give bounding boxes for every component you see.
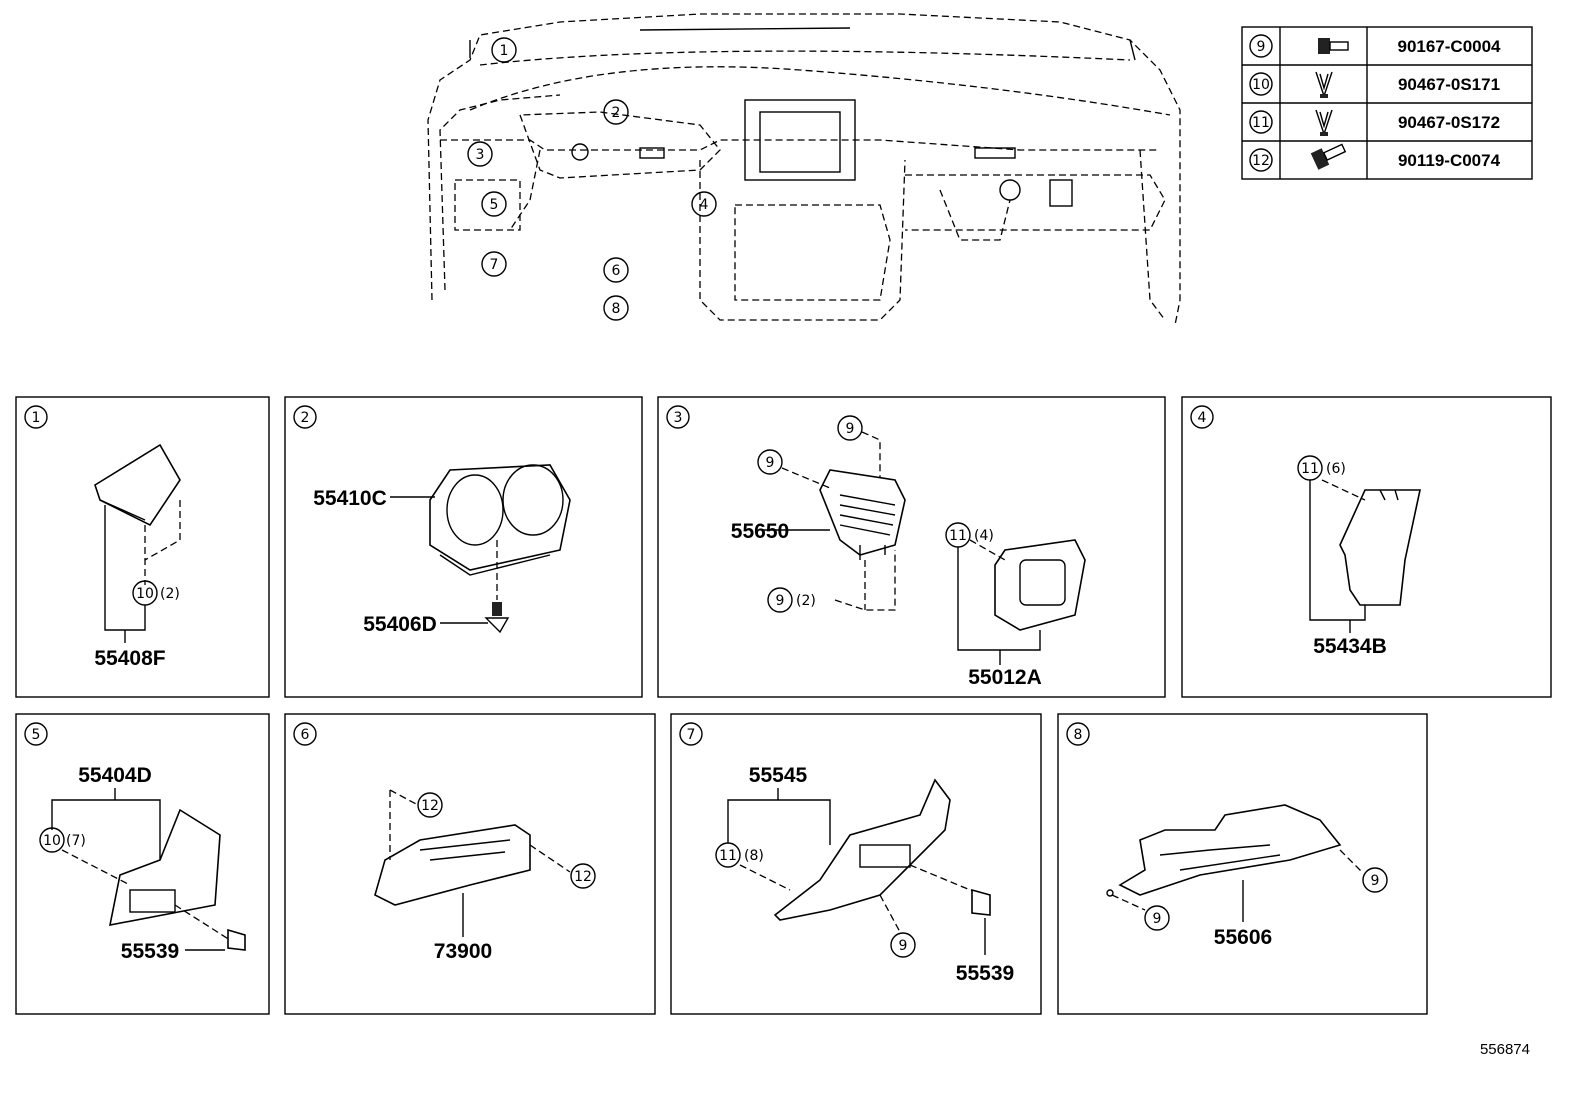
- clip-icon: [1315, 71, 1333, 99]
- svg-text:(2): (2): [796, 593, 816, 609]
- svg-text:9: 9: [766, 455, 775, 471]
- part-55606[interactable]: 55606: [1214, 926, 1272, 949]
- instrument-panel-overview: [427, 13, 1181, 326]
- svg-text:9: 9: [1257, 39, 1266, 55]
- svg-text:5: 5: [32, 727, 41, 743]
- svg-text:9: 9: [776, 593, 785, 609]
- svg-text:90467-0S172: 90467-0S172: [1398, 113, 1500, 132]
- fastener-row-10: 10 90467-0S171: [1249, 71, 1500, 99]
- svg-text:10: 10: [43, 833, 61, 849]
- svg-text:9: 9: [1371, 873, 1380, 889]
- svg-text:(2): (2): [160, 586, 180, 602]
- part-55539[interactable]: 55539: [121, 940, 179, 963]
- svg-text:6: 6: [612, 263, 621, 279]
- svg-text:7: 7: [687, 727, 696, 743]
- svg-text:2: 2: [612, 105, 621, 121]
- svg-text:12: 12: [574, 869, 592, 885]
- svg-text:9: 9: [1153, 911, 1162, 927]
- part-55539[interactable]: 55539: [956, 962, 1014, 985]
- fastener-row-9: 9 90167-C0004: [1249, 34, 1501, 58]
- overview-callout-5[interactable]: 5: [481, 191, 507, 217]
- part-55545[interactable]: 55545: [749, 764, 808, 787]
- overview-callout-8[interactable]: 8: [603, 295, 629, 321]
- svg-text:(8): (8): [744, 848, 764, 864]
- overview-callout-4[interactable]: 4: [691, 191, 717, 217]
- part-55434B[interactable]: 55434B: [1313, 635, 1387, 658]
- panel-6: 6 12 12 73900: [284, 713, 656, 1015]
- overview-callout-3[interactable]: 3: [467, 141, 493, 167]
- svg-text:10: 10: [1252, 77, 1270, 93]
- panel-5: 5 55404D 10 (7) 55539: [15, 713, 270, 1015]
- svg-text:12: 12: [421, 798, 439, 814]
- part-55406D[interactable]: 55406D: [363, 613, 437, 636]
- svg-text:9: 9: [899, 938, 908, 954]
- svg-text:11: 11: [719, 848, 737, 864]
- fastener-row-12: 12 90119-C0074: [1249, 143, 1501, 172]
- svg-text:1: 1: [500, 43, 509, 59]
- svg-text:2: 2: [301, 410, 310, 426]
- svg-text:5: 5: [490, 197, 499, 213]
- svg-text:4: 4: [700, 197, 709, 213]
- panel-8: 8 9 9 55606: [1057, 713, 1428, 1015]
- svg-text:11: 11: [1252, 115, 1270, 131]
- svg-text:90167-C0004: 90167-C0004: [1397, 37, 1501, 56]
- svg-text:11: 11: [1301, 461, 1319, 477]
- diagram-reference-number: 556874: [1480, 1041, 1530, 1058]
- svg-text:(7): (7): [66, 833, 86, 849]
- overview-callout-7[interactable]: 7: [481, 251, 507, 277]
- svg-text:12: 12: [1252, 153, 1270, 169]
- svg-text:3: 3: [674, 410, 683, 426]
- panel-2: 2 55410C 55406D: [284, 396, 643, 698]
- part-55408F[interactable]: 55408F: [94, 647, 165, 670]
- clip-icon: [1315, 109, 1333, 137]
- bolt-icon: [1310, 143, 1347, 170]
- part-55404D[interactable]: 55404D: [78, 764, 152, 787]
- svg-text:8: 8: [1074, 727, 1083, 743]
- bolt-icon: [1318, 38, 1349, 54]
- panel-4: 4 11 (6) 55434B: [1181, 396, 1552, 698]
- svg-text:10: 10: [136, 586, 154, 602]
- svg-text:(6): (6): [1326, 461, 1346, 477]
- part-55650[interactable]: 55650: [731, 520, 789, 543]
- svg-text:1: 1: [32, 410, 41, 426]
- part-73900[interactable]: 73900: [434, 940, 492, 963]
- svg-text:11: 11: [949, 528, 967, 544]
- svg-text:8: 8: [612, 301, 621, 317]
- part-55410C[interactable]: 55410C: [313, 487, 387, 510]
- svg-text:9: 9: [846, 421, 855, 437]
- svg-text:6: 6: [301, 727, 310, 743]
- svg-text:90119-C0074: 90119-C0074: [1398, 151, 1501, 170]
- svg-text:3: 3: [476, 147, 485, 163]
- part-55012A[interactable]: 55012A: [968, 666, 1042, 689]
- svg-text:7: 7: [490, 257, 499, 273]
- svg-text:90467-0S171: 90467-0S171: [1398, 75, 1500, 94]
- panel-1: 1 10 (2) 55408F: [15, 396, 270, 698]
- overview-callout-2[interactable]: 2: [603, 99, 629, 125]
- overview-callout-1[interactable]: 1: [491, 37, 517, 63]
- svg-text:(4): (4): [974, 528, 994, 544]
- overview-callout-6[interactable]: 6: [603, 257, 629, 283]
- fastener-table: 9 90167-C0004 10 90467-0S171 11 90467-0S: [1241, 26, 1533, 180]
- panel-7: 7 55545 11 (8) 9 55539: [670, 713, 1042, 1015]
- fastener-row-11: 11 90467-0S172: [1249, 109, 1500, 137]
- panel-3: 3 9 9 55650 9 (2) 11 (4) 55012A: [657, 396, 1166, 698]
- svg-text:4: 4: [1198, 410, 1207, 426]
